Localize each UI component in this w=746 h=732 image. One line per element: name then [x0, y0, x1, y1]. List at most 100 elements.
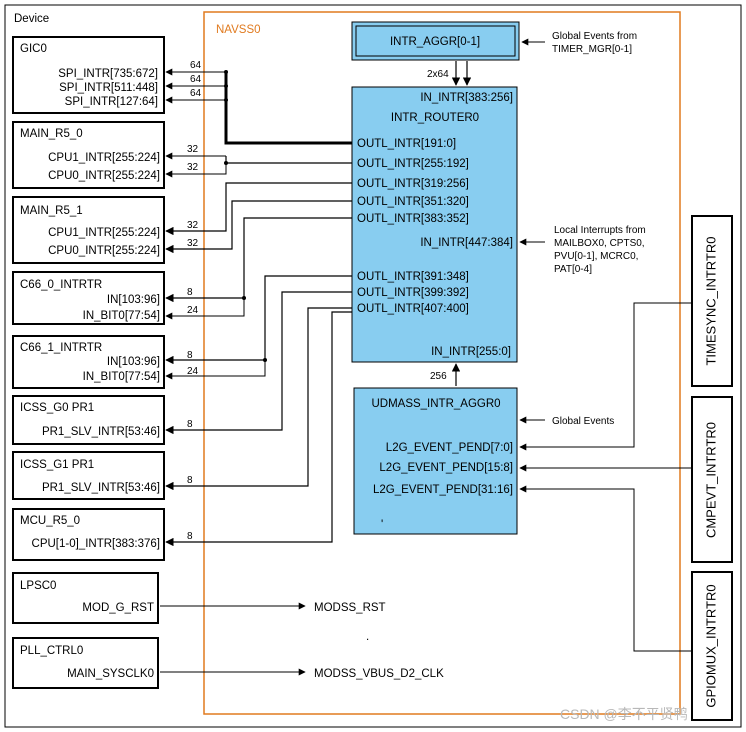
icss-g0-port-0: PR1_SLV_INTR[53:46] [42, 426, 160, 438]
gpiomux-wire [519, 485, 692, 652]
router-outl-3: OUTL_INTR[351:320] [357, 196, 469, 208]
main-r5-1-title: MAIN_R5_1 [20, 205, 83, 217]
gic0-port-2: SPI_INTR[127:64] [65, 96, 158, 108]
icss-g1-width: 8 [187, 475, 193, 486]
aggr-bus-width: 2x64 [427, 69, 449, 80]
icss-g1-wire [165, 307, 352, 491]
gic0-title: GIC0 [20, 43, 47, 55]
main-r5-0-width-0: 32 [187, 144, 199, 155]
router-in-top: IN_INTR[383:256] [420, 92, 513, 104]
gic0-bus [224, 72, 352, 145]
block-pll-ctrl0: PLL_CTRL0 MAIN_SYSCLK0 [12, 637, 159, 689]
local-note-3: PAT[0-4] [554, 264, 592, 275]
c66-0-title: C66_0_INTRTR [20, 279, 102, 291]
router-outl-2: OUTL_INTR[319:256] [357, 178, 469, 190]
c66-0-width-1: 24 [187, 305, 199, 316]
udmass-l2g-0: L2G_EVENT_PEND[7:0] [386, 442, 513, 454]
lpsc0-port: MOD_G_RST [82, 602, 154, 614]
udmass-bus-width: 256 [430, 371, 447, 382]
side-block-cmpevt: CMPEVT_INTRTR0 [691, 396, 733, 563]
intr-router-block [351, 86, 518, 363]
router-outl-0: OUTL_INTR[191:0] [357, 138, 456, 150]
mcu-r5-0-port-0: CPU[1-0]_INTR[383:376] [32, 538, 160, 550]
side-block-0-label: TIMESYNC_INTRTR0 [703, 236, 718, 365]
intr-aggr-title: INTR_AGGR[0-1] [390, 36, 480, 48]
icss-g1-port-0: PR1_SLV_INTR[53:46] [42, 482, 160, 494]
local-note-2: PVU[0-1], MCRC0, [554, 251, 638, 262]
router-in-local: IN_INTR[447:384] [420, 237, 513, 249]
stray-dot: . [366, 631, 369, 643]
icss-g0-width: 8 [187, 419, 193, 430]
icss-g1-title: ICSS_G1 PR1 [20, 459, 94, 471]
mcu-r5-0-wire [165, 311, 352, 547]
udmass-block [353, 387, 518, 535]
gic0-port-1: SPI_INTR[511:448] [59, 82, 158, 94]
block-gic0: GIC0 SPI_INTR[735:672] SPI_INTR[511:448]… [12, 36, 165, 114]
main-r5-1-width-1: 32 [187, 238, 199, 249]
local-note-1: MAILBOX0, CPTS0, [554, 238, 645, 249]
block-main-r5-0: MAIN_R5_0 CPU1_INTR[255:224] CPU0_INTR[2… [12, 121, 165, 189]
navss-frame [203, 11, 681, 715]
router-title: INTR_ROUTER0 [391, 112, 479, 124]
block-c66-1: C66_1_INTRTR IN[103:96] IN_BIT0[77:54] [12, 335, 165, 389]
device-label: Device [14, 13, 49, 25]
c66-1-title: C66_1_INTRTR [20, 342, 102, 354]
side-block-1-label: CMPEVT_INTRTR0 [703, 422, 718, 538]
mcu-r5-0-width: 8 [187, 531, 193, 542]
mcu-r5-0-title: MCU_R5_0 [20, 515, 80, 527]
navss-label: NAVSS0 [216, 24, 261, 36]
block-lpsc0: LPSC0 MOD_G_RST [12, 572, 159, 624]
c66-1-wire-0 [165, 275, 352, 365]
router-in-bottom: IN_INTR[255:0] [431, 346, 511, 358]
side-block-gpiomux: GPIOMUX_INTRTR0 [691, 571, 733, 721]
udmass-tick: ' [381, 519, 383, 531]
udmass-l2g-1: L2G_EVENT_PEND[15:8] [379, 462, 513, 474]
side-block-2-label: GPIOMUX_INTRTR0 [703, 584, 718, 707]
device-frame [4, 4, 742, 728]
watermark: CSDN @李不平贤鸭 [560, 706, 688, 722]
router-outl-5: OUTL_INTR[391:348] [357, 271, 469, 283]
modss-rst-label: MODSS_RST [314, 602, 386, 614]
router-outl-6: OUTL_INTR[399:392] [357, 287, 469, 299]
main-r5-1-port-1: CPU0_INTR[255:224] [48, 245, 160, 257]
intr-aggr-note-1: Global Events from [552, 31, 637, 42]
icss-g0-title: ICSS_G0 PR1 [20, 402, 94, 414]
udmass-l2g-2: L2G_EVENT_PEND[31:16] [373, 484, 513, 496]
c66-1-width-1: 24 [187, 366, 199, 377]
main-r5-0-bus [225, 156, 352, 164]
lpsc0-title: LPSC0 [20, 580, 56, 592]
main-r5-1-wire-1 [165, 200, 352, 254]
c66-1-port-0: IN[103:96] [107, 356, 160, 368]
pll-ctrl0-port: MAIN_SYSCLK0 [67, 668, 154, 680]
c66-1-port-1: IN_BIT0[77:54] [83, 371, 160, 383]
udmass-title: UDMASS_INTR_AGGR0 [371, 398, 500, 410]
gic0-width-1: 64 [190, 74, 202, 85]
main-r5-0-width-1: 32 [187, 162, 199, 173]
c66-1-width-0: 8 [187, 350, 193, 361]
main-r5-1-wire-0 [165, 182, 352, 236]
router-outl-4: OUTL_INTR[383:352] [357, 213, 469, 225]
main-r5-0-port-1: CPU0_INTR[255:224] [48, 170, 160, 182]
main-r5-0-port-0: CPU1_INTR[255:224] [48, 152, 160, 164]
local-note-0: Local Interrupts from [554, 225, 646, 236]
main-r5-1-width-0: 32 [187, 220, 199, 231]
block-c66-0: C66_0_INTRTR IN[103:96] IN_BIT0[77:54] [12, 271, 165, 325]
main-r5-0-title: MAIN_R5_0 [20, 128, 83, 140]
c66-0-width-0: 8 [187, 287, 193, 298]
modss-clk-label: MODSS_VBUS_D2_CLK [314, 668, 444, 680]
block-mcu-r5-0: MCU_R5_0 CPU[1-0]_INTR[383:376] [12, 508, 165, 561]
timesync-wire [519, 302, 692, 451]
main-r5-1-port-0: CPU1_INTR[255:224] [48, 227, 160, 239]
side-block-timesync: TIMESYNC_INTRTR0 [691, 215, 733, 387]
c66-0-wire-0 [165, 217, 352, 303]
global-events-label: Global Events [552, 416, 614, 427]
gic0-width-0: 64 [190, 60, 202, 71]
gic0-port-0: SPI_INTR[735:672] [58, 68, 158, 80]
router-outl-7: OUTL_INTR[407:400] [357, 303, 469, 315]
gic0-width-2: 64 [190, 88, 202, 99]
c66-0-port-0: IN[103:96] [107, 294, 160, 306]
block-main-r5-1: MAIN_R5_1 CPU1_INTR[255:224] CPU0_INTR[2… [12, 196, 165, 264]
icss-g0-wire [165, 291, 352, 435]
intr-aggr-note-2: TIMER_MGR[0-1] [552, 44, 632, 55]
